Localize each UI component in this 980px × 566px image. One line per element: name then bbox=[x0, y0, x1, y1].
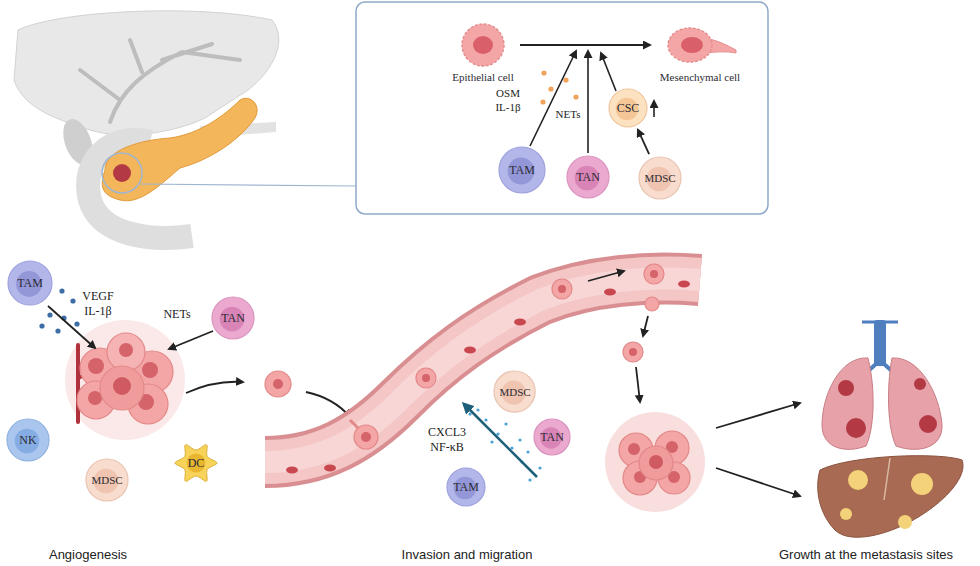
organ-overview bbox=[14, 11, 356, 238]
tam-cell: TAM bbox=[7, 260, 53, 306]
tam-cell: TAM bbox=[498, 146, 546, 194]
cell-label: MDSC bbox=[499, 386, 530, 398]
cell-label: TAM bbox=[509, 163, 535, 178]
cytokine-label: OSM bbox=[496, 87, 520, 99]
cell-label: CSC bbox=[617, 101, 640, 116]
cell-label: MDSC bbox=[91, 474, 122, 486]
cell-label: TAN bbox=[221, 311, 245, 326]
tam-cell: TAM bbox=[446, 467, 486, 507]
mdsc-cell: MDSC bbox=[638, 156, 682, 200]
cell-label: Epithelial cell bbox=[448, 71, 518, 83]
signal-label: NF-κB bbox=[430, 440, 463, 455]
cell-label: TAN bbox=[576, 170, 600, 185]
liver bbox=[818, 456, 963, 538]
cell-shape bbox=[652, 20, 748, 70]
cell-shape bbox=[448, 20, 518, 70]
stage-caption: Angiogenesis bbox=[49, 547, 127, 562]
cell-label: DC bbox=[188, 456, 205, 471]
cell-label: TAN bbox=[540, 430, 564, 445]
lungs bbox=[822, 320, 942, 449]
nets-label: NETs bbox=[163, 307, 190, 322]
tan-cell: TAN bbox=[566, 155, 610, 199]
nk-cell: NK bbox=[6, 418, 50, 462]
blood-cells bbox=[286, 281, 690, 474]
csc-cell: CSC bbox=[608, 88, 648, 128]
mdsc-cell: MDSC bbox=[493, 370, 536, 413]
cell-label: NK bbox=[19, 433, 36, 448]
cell-label: Mesenchymal cell bbox=[652, 71, 748, 83]
dendritic-cell: DC bbox=[175, 442, 217, 484]
inset-arrows bbox=[530, 51, 654, 153]
stage-caption: Invasion and migration bbox=[402, 547, 533, 562]
cytokine-label: VEGF bbox=[82, 289, 113, 304]
migrating-cells bbox=[265, 264, 664, 449]
cell-label: TAM bbox=[453, 480, 479, 495]
mdsc-cell: MDSC bbox=[85, 458, 129, 502]
cytokine-label: IL-1β bbox=[84, 304, 111, 319]
metastatic-cluster bbox=[619, 431, 690, 495]
flow-arrow bbox=[638, 130, 649, 154]
mesenchymal-cell: Mesenchymal cell bbox=[652, 20, 748, 86]
cytokine-dots bbox=[540, 70, 578, 104]
signal-label: CXCL3 bbox=[428, 425, 466, 440]
nets-label: NETs bbox=[556, 108, 581, 120]
tan-cell: TAN bbox=[211, 296, 255, 340]
tan-cell: TAN bbox=[533, 418, 571, 456]
stage-caption: Growth at the metastasis sites bbox=[779, 547, 953, 562]
epithelial-cell: Epithelial cell bbox=[448, 20, 518, 86]
cell-label: MDSC bbox=[644, 172, 675, 184]
inset-panel bbox=[356, 2, 768, 214]
primary-tumor bbox=[77, 333, 173, 424]
flow-arrows bbox=[48, 306, 350, 417]
cell-label: TAM bbox=[17, 276, 43, 291]
cytokine-label: IL-1β bbox=[495, 101, 520, 113]
flow-arrow bbox=[520, 44, 650, 46]
